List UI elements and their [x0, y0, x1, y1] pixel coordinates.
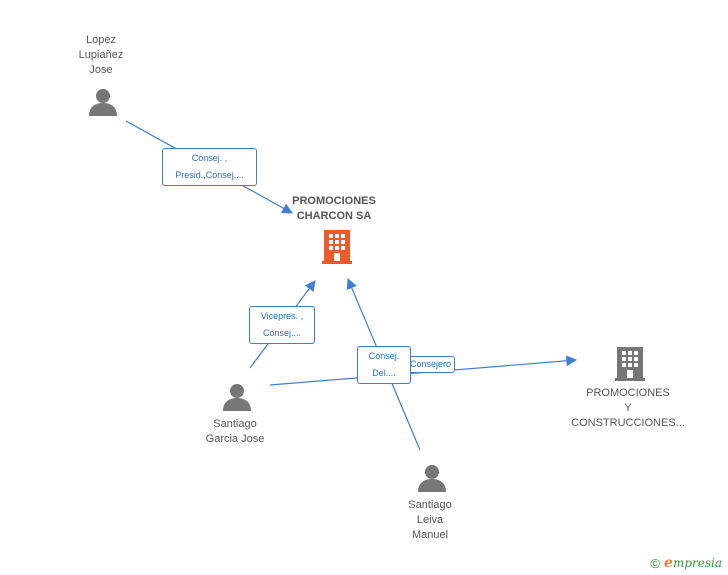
node-label-line: CHARCON SA	[296, 210, 372, 222]
node-label-line: Santiago	[213, 418, 257, 430]
node-label-lopez[interactable]: Lopez Lupiañez Jose	[61, 33, 141, 78]
brand-logo-initial: e	[664, 555, 673, 571]
edge-label-line: Presid.,Consej....	[175, 170, 244, 180]
node-label-line: Lupiañez	[78, 49, 124, 61]
edge-label-line: Vicepres. ,	[260, 311, 304, 321]
node-label-line: Y	[624, 402, 632, 414]
node-label-garcia[interactable]: Santiago Garcia Jose	[190, 417, 280, 447]
edge-label-line: Consej.	[368, 351, 400, 361]
node-label-line: Garcia Jose	[205, 433, 265, 445]
edge-label-line: Consej. ,	[191, 153, 228, 163]
node-label-line: PROMOCIONES	[292, 195, 376, 207]
copyright-icon: ©	[650, 555, 661, 571]
node-label-line: Jose	[89, 64, 113, 76]
edge-label-line: Del....	[372, 368, 396, 378]
edge-label-lopez-main[interactable]: Consej. , Presid.,Consej....	[162, 148, 257, 186]
node-label-line: Leiva	[416, 514, 444, 526]
node-label-line: CONSTRUCCIONES...	[571, 417, 685, 429]
node-label-line: PROMOCIONES	[586, 387, 670, 399]
person-icon[interactable]	[418, 465, 446, 492]
person-icon[interactable]	[89, 89, 117, 116]
node-label-line: Manuel	[411, 529, 449, 541]
node-label-company2[interactable]: PROMOCIONES Y CONSTRUCCIONES...	[568, 386, 688, 431]
building-icon[interactable]	[615, 347, 645, 381]
node-label-line: Santiago	[408, 499, 452, 511]
edge-label-garcia-main[interactable]: Vicepres. , Consej....	[249, 306, 315, 344]
edge-label-line: Consejero	[409, 359, 451, 369]
brand-logo-text: mpresia	[672, 556, 722, 570]
edge-label-leiva-main[interactable]: Consej. Del....	[357, 346, 411, 384]
node-label-main-company[interactable]: PROMOCIONES CHARCON SA	[274, 194, 394, 224]
person-icon[interactable]	[223, 384, 251, 411]
building-icon[interactable]	[322, 230, 352, 264]
footer-brand[interactable]: © empresia	[650, 555, 722, 571]
node-label-line: Lopez	[86, 34, 116, 46]
brand-logo: empresia	[664, 555, 722, 571]
node-label-leiva[interactable]: Santiago Leiva Manuel	[390, 498, 470, 543]
edge-label-line: Consej....	[262, 328, 302, 338]
